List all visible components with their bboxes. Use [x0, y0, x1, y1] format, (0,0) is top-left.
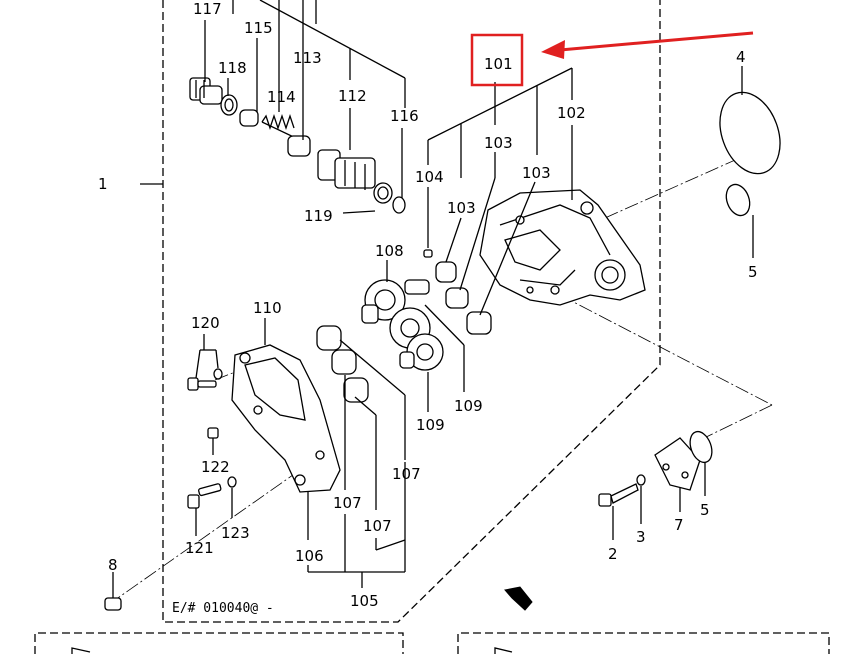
label-107-middle: 107 [363, 517, 392, 535]
part-labels: 117 115 113 118 114 112 116 101 102 4 1 … [98, 0, 758, 610]
label-110: 110 [253, 299, 282, 317]
label-1: 1 [98, 175, 108, 193]
label-115: 115 [244, 19, 273, 37]
o-ring-4 [719, 91, 781, 175]
part-highlight-box [470, 33, 524, 87]
label-109-left: 109 [416, 416, 445, 434]
label-123: 123 [221, 524, 250, 542]
bushing-103-a [435, 261, 457, 283]
pump-housing-102 [479, 189, 646, 306]
label-101: 101 [484, 55, 513, 73]
lower-left-arrow-fragment [71, 647, 91, 654]
bushing-107-b [331, 349, 357, 375]
label-119: 119 [304, 207, 333, 225]
label-107-left: 107 [333, 494, 362, 512]
label-8: 8 [108, 556, 118, 574]
spacer-115 [239, 109, 259, 127]
plug-122 [207, 427, 219, 439]
label-113: 113 [293, 49, 322, 67]
pin-104 [423, 249, 433, 258]
plug-8 [104, 597, 122, 611]
bushing-107-c [343, 377, 369, 403]
washer-120 [213, 368, 223, 380]
label-120: 120 [191, 314, 220, 332]
label-3: 3 [636, 528, 646, 546]
lower-right-box [457, 632, 830, 654]
lower-left-box [34, 632, 404, 654]
label-114: 114 [267, 88, 296, 106]
bushing-103-c [466, 311, 492, 335]
centerline-right [559, 294, 773, 406]
cover-plate-110 [231, 344, 341, 493]
label-107-right: 107 [392, 465, 421, 483]
label-109-right: 109 [454, 397, 483, 415]
label-5-upper: 5 [748, 263, 758, 281]
bushing-103-b [445, 287, 469, 309]
label-2: 2 [608, 545, 618, 563]
bolt-120 [187, 377, 217, 391]
end-cover-7 [654, 437, 701, 491]
valve-sleeve-112 [317, 149, 376, 190]
lower-right-arrow-fragment [494, 647, 513, 654]
o-ring-116 [392, 196, 406, 214]
washer-123 [227, 476, 237, 488]
bolt-121 [187, 483, 222, 509]
view-direction-arrow-icon [504, 586, 533, 611]
gear-shaft-108 [361, 279, 430, 324]
label-5-lower: 5 [700, 501, 710, 519]
label-118: 118 [218, 59, 247, 77]
label-105: 105 [350, 592, 379, 610]
label-102: 102 [557, 104, 586, 122]
centerline-cover [699, 404, 773, 441]
label-117: 117 [193, 0, 222, 18]
label-104: 104 [415, 168, 444, 186]
label-108: 108 [375, 242, 404, 260]
label-7: 7 [674, 516, 684, 534]
plug-117 [189, 77, 223, 105]
label-103-left: 103 [447, 199, 476, 217]
label-103-right: 103 [522, 164, 551, 182]
o-ring-5-upper [725, 183, 751, 217]
label-116: 116 [390, 107, 419, 125]
leader-lines [112, 0, 754, 598]
piston-113 [287, 135, 311, 157]
bushing-107-a [316, 325, 342, 351]
edition-note: E/# 010040@ - [172, 601, 274, 616]
centerline-lower [114, 469, 301, 601]
label-4: 4 [736, 48, 746, 66]
washer-3 [636, 474, 646, 486]
highlight-arrow-icon [541, 31, 754, 59]
label-121: 121 [185, 539, 214, 557]
bolt-2 [598, 483, 639, 507]
label-103-top: 103 [484, 134, 513, 152]
label-106: 106 [295, 547, 324, 565]
label-112: 112 [338, 87, 367, 105]
gear-109-b [399, 333, 444, 371]
assembly-boundary [162, 0, 661, 623]
label-122: 122 [201, 458, 230, 476]
o-ring-5-lower [689, 430, 713, 464]
